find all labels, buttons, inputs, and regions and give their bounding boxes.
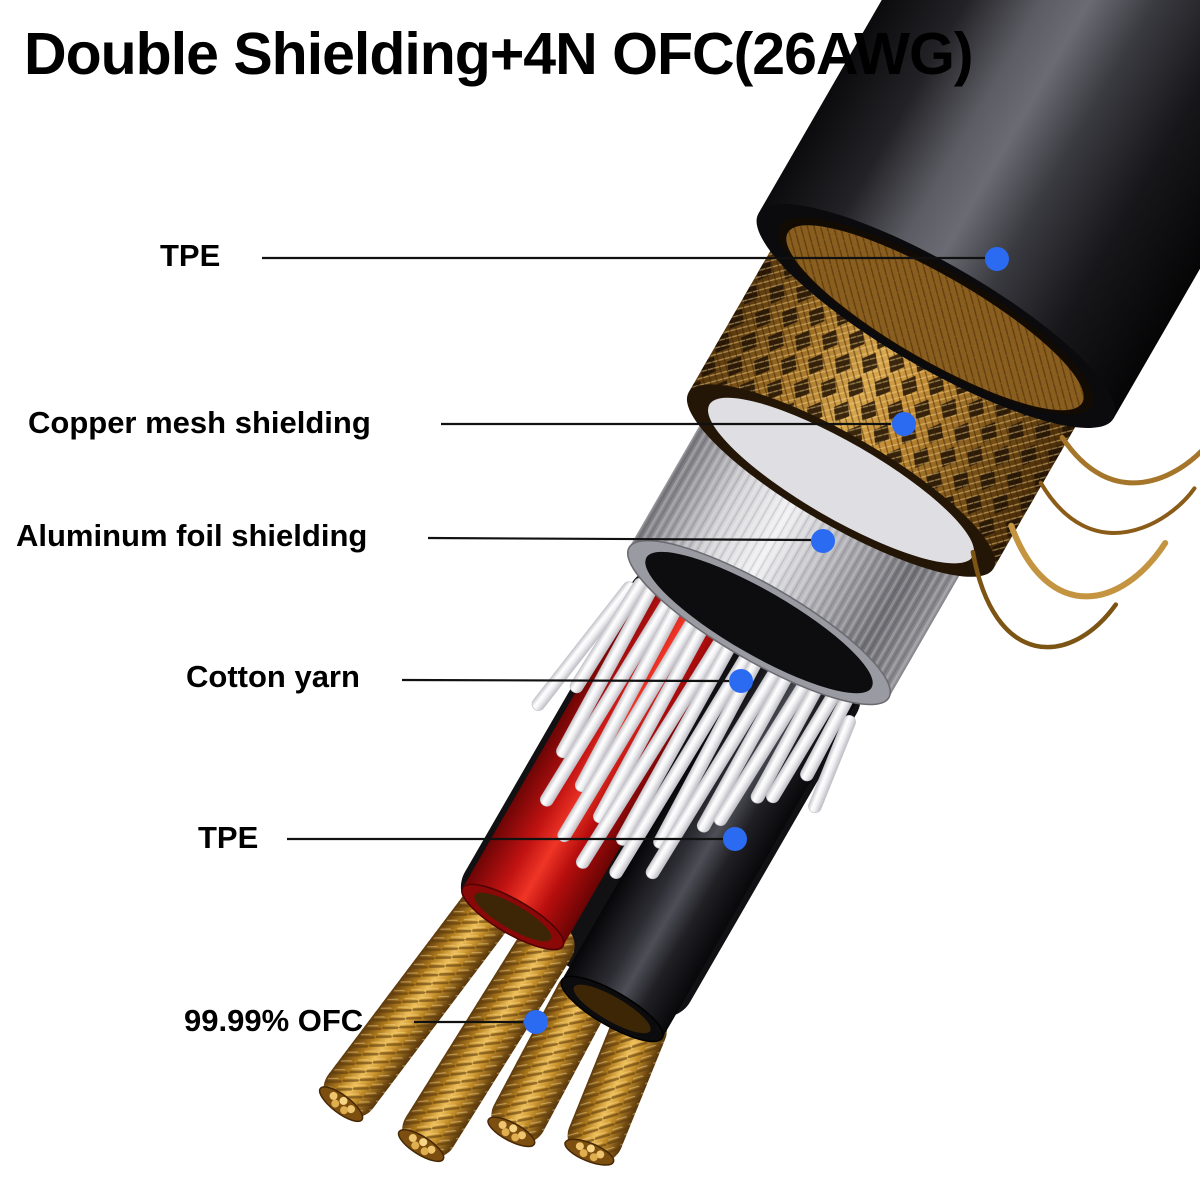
ofc-conductor-bundle [564, 1003, 667, 1166]
marker-dot-ofc [524, 1010, 548, 1034]
page-title: Double Shielding+4N OFC(26AWG) [24, 21, 973, 87]
callout-label-ofc: 99.99% OFC [184, 1003, 364, 1038]
marker-dot-cotton-yarn [729, 669, 753, 693]
leader-line-cotton-yarn [401, 678, 730, 683]
leader-line-aluminum-foil [427, 536, 812, 542]
ofc-conductor-bundle [318, 879, 518, 1123]
cable-group [318, 0, 1200, 1166]
loose-braid-strands [970, 434, 1200, 650]
aluminum-foil-layer [626, 405, 971, 706]
ofc-conductor-bundle [487, 970, 611, 1148]
marker-dot-tpe-outer [985, 247, 1009, 271]
callout-label-copper-mesh: Copper mesh shielding [28, 405, 371, 440]
callout-markers [262, 247, 1009, 1034]
marker-dot-tpe-inner [723, 827, 747, 851]
marker-dot-aluminum-foil [811, 529, 835, 553]
callout-label-aluminum-foil: Aluminum foil shielding [16, 518, 368, 553]
marker-dot-copper-mesh [892, 412, 916, 436]
copper-mesh-layer [686, 228, 1089, 577]
tpe-jacket-layer [756, 0, 1200, 428]
callout-label-tpe-inner: TPE [198, 820, 259, 855]
callout-label-tpe-outer: TPE [160, 238, 221, 273]
ofc-conductor-bundle [397, 917, 575, 1163]
callout-label-cotton-yarn: Cotton yarn [186, 659, 360, 694]
